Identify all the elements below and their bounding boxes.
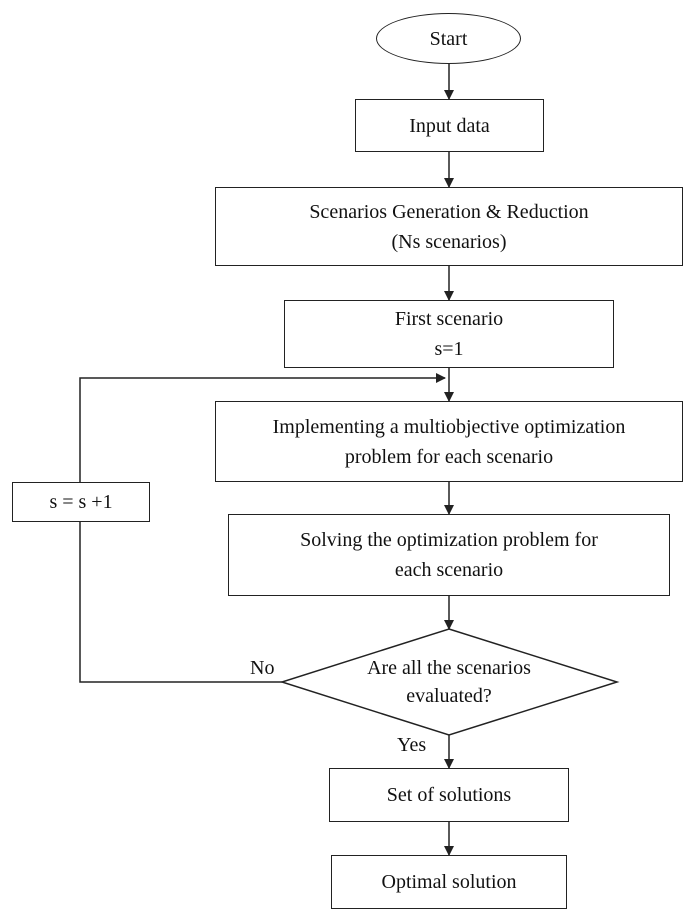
- implement-box: Implementing a multiobjective optimizati…: [215, 401, 683, 482]
- input-data-label: Input data: [409, 114, 490, 137]
- implement-line1: Implementing a multiobjective optimizati…: [272, 415, 626, 438]
- input-data-box: Input data: [355, 99, 544, 152]
- decision-line1: Are all the scenarios: [367, 657, 531, 679]
- start-label: Start: [429, 27, 468, 50]
- scenarios-generation-box: Scenarios Generation & Reduction (Ns sce…: [215, 187, 683, 266]
- no-label: No: [250, 657, 275, 679]
- yes-label: Yes: [397, 734, 427, 756]
- decision-diamond: [279, 628, 620, 736]
- increment-label: s = s +1: [49, 491, 113, 513]
- solve-box: Solving the optimization problem for eac…: [228, 514, 670, 596]
- scenarios-line1: Scenarios Generation & Reduction: [309, 200, 589, 223]
- start-node: Start: [376, 13, 521, 64]
- decision-text: Are all the scenarios evaluated?: [320, 650, 578, 714]
- solve-line1: Solving the optimization problem for: [300, 529, 598, 551]
- loop-back-line: [79, 373, 446, 683]
- optimal-solution-box: Optimal solution: [331, 855, 567, 909]
- increment-box: s = s +1: [12, 482, 150, 522]
- scenarios-line2: (Ns scenarios): [391, 230, 507, 253]
- first-scenario-line1: First scenario: [394, 308, 504, 330]
- optimal-solution-label: Optimal solution: [381, 871, 517, 893]
- first-scenario-box: First scenario s=1: [284, 300, 614, 368]
- set-of-solutions-box: Set of solutions: [329, 768, 569, 822]
- set-of-solutions-label: Set of solutions: [386, 784, 512, 806]
- decision-line2: evaluated?: [406, 685, 492, 707]
- first-scenario-line2: s=1: [434, 338, 464, 360]
- solve-line2: each scenario: [394, 559, 504, 581]
- implement-line2: problem for each scenario: [344, 445, 554, 468]
